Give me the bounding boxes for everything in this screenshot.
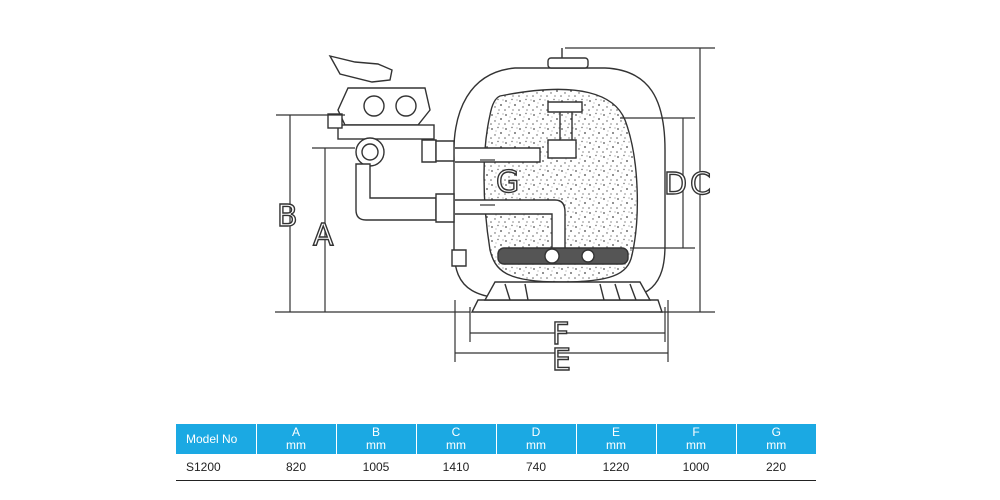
dim-label-c: C [690,167,711,202]
dim-label-a: A [313,218,334,253]
header-letter: F [692,425,700,439]
header-letter: D [531,425,541,439]
table-row: S1200 820 1005 1410 740 1220 1000 220 [176,454,816,481]
tank-lid [547,57,589,69]
header-unit: mm [286,438,306,452]
cell-d: 740 [496,454,576,481]
cell-e: 1220 [576,454,656,481]
header-unit: mm [366,438,386,452]
cell-g: 220 [736,454,816,481]
internal-pipe-upper [455,147,541,163]
header-letter: A [291,425,300,439]
valve-connector-upper [435,140,455,162]
dimension-lines [275,47,715,362]
header-unit: mm [526,438,546,452]
cell-c: 1410 [416,454,496,481]
tank-base [470,299,663,313]
header-unit: mm [606,438,626,452]
header-letter: C [451,425,461,439]
header-unit: mm [686,438,706,452]
laterals [497,247,629,265]
header-model-no: Model No [176,424,257,454]
dim-label-g: G [496,165,519,200]
top-diffuser [547,101,583,113]
dim-label-e: E [552,343,571,378]
header-letter: E [611,425,620,439]
dim-label-f: F [552,317,569,352]
header-unit: mm [446,438,466,452]
valve-connector-lower [435,193,455,223]
dim-label-b: B [277,199,298,234]
header-letter: B [371,425,380,439]
valve-pipe-lower [355,163,437,221]
valve-handle [328,54,393,83]
cell-b: 1005 [336,454,416,481]
header-unit: mm [766,438,787,452]
header-letter: G [771,425,781,439]
dim-label-d: D [664,167,687,202]
sand-filter-diagram: B A G D C F E [275,47,715,379]
cell-a: 820 [256,454,336,481]
cell-f: 1000 [656,454,736,481]
cell-model: S1200 [176,454,256,481]
